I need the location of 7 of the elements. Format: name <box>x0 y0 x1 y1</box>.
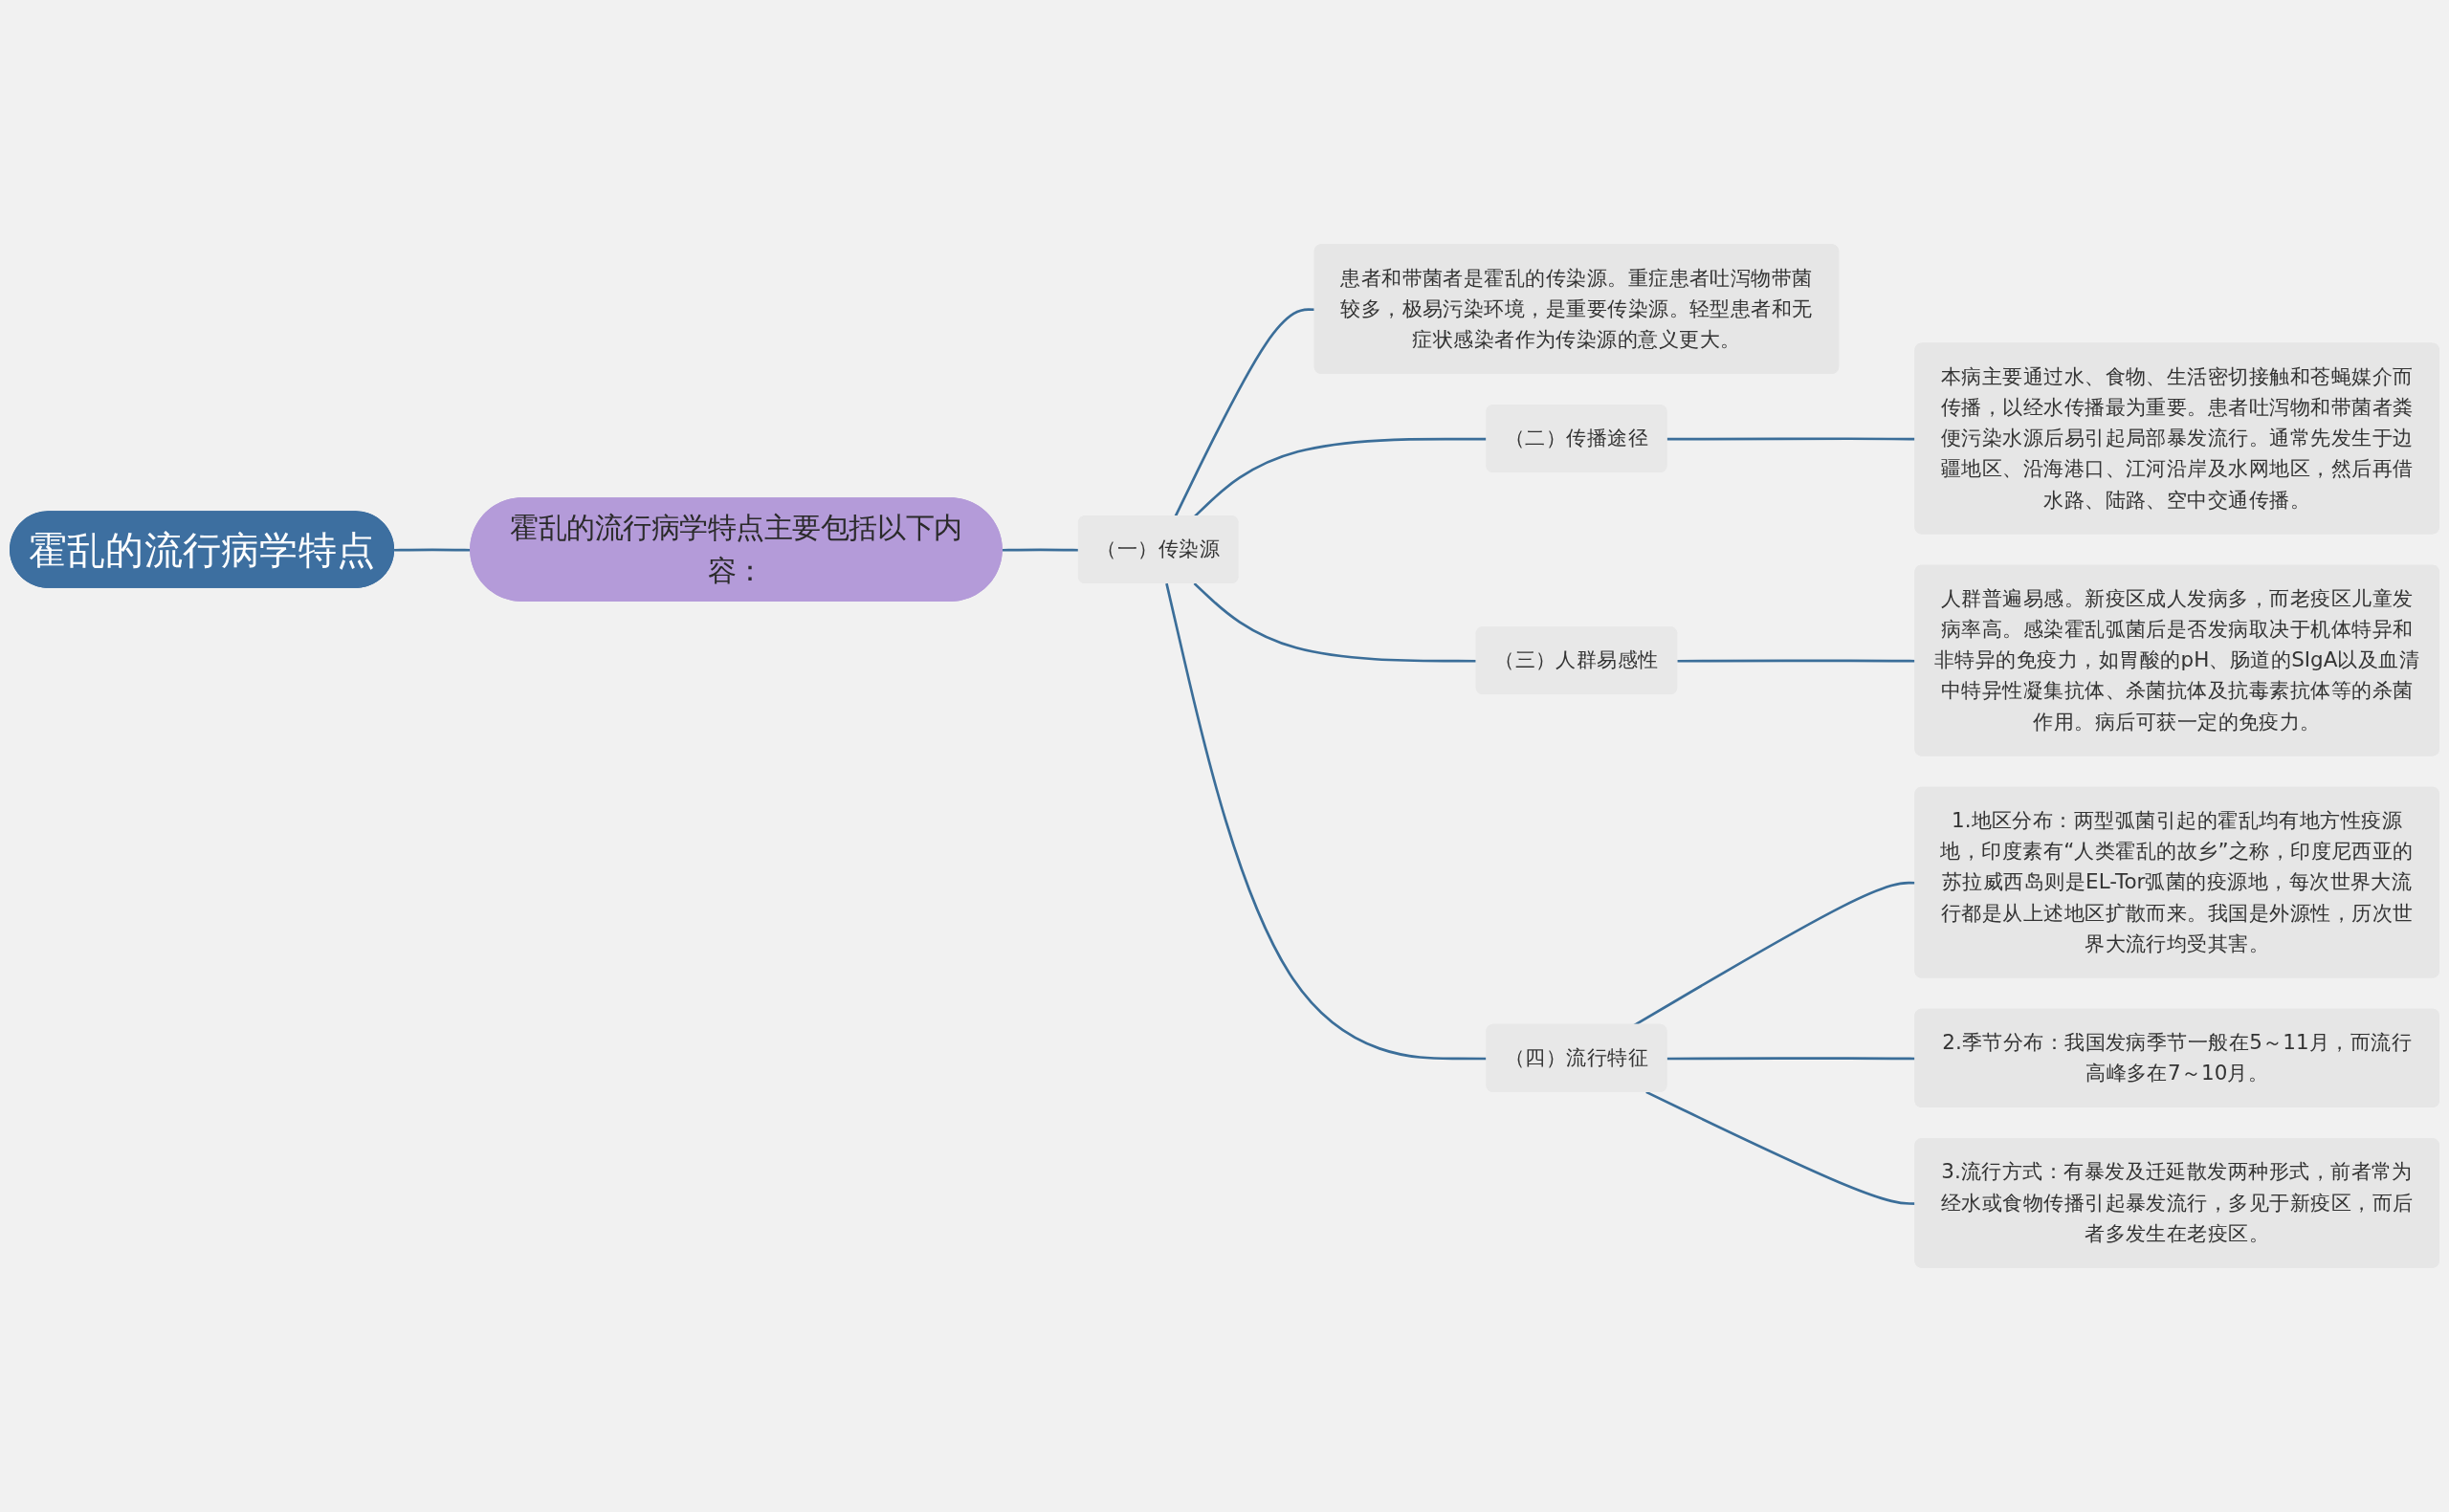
connector <box>1193 582 1477 663</box>
connector <box>1165 582 1488 1061</box>
connector <box>1666 437 1916 441</box>
connector <box>394 548 472 552</box>
connector <box>1645 1090 1916 1205</box>
connector <box>1677 659 1916 663</box>
connector <box>1666 1057 1916 1061</box>
